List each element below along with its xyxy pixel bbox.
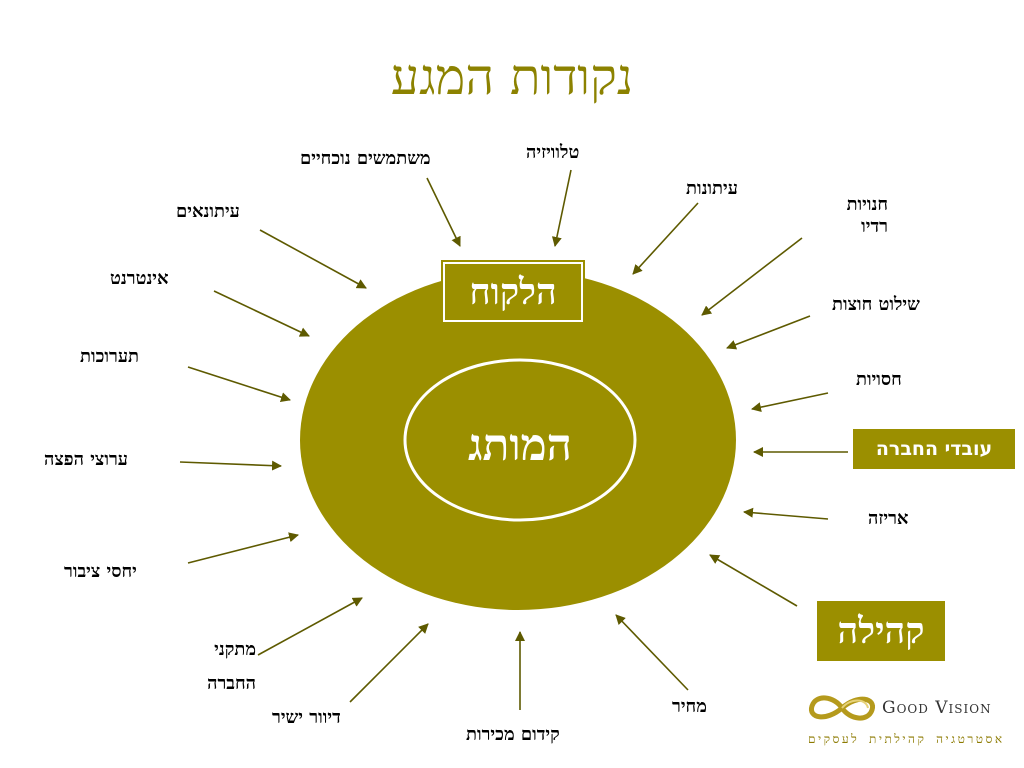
good-vision-logo: Good Vision אסטרטגיה קהילתית לעסקים xyxy=(804,686,1014,752)
brand-inner-ellipse xyxy=(403,358,637,522)
label-pr: יחסי ציבור xyxy=(64,561,137,582)
label-facilities: מתקני החברה xyxy=(178,633,256,701)
label-current-users: משתמשים נוכחיים xyxy=(300,148,431,169)
arrow-packaging xyxy=(743,507,829,520)
arrow-direct-mail xyxy=(349,623,429,703)
label-radio-line2: רדיו xyxy=(861,216,888,237)
page-title: נקודות המגע xyxy=(390,48,634,106)
arrow-exhibitions xyxy=(187,366,291,402)
label-packaging: אריזה xyxy=(868,508,909,529)
logo-tagline: אסטרטגיה קהילתית לעסקים xyxy=(808,732,1005,746)
arrow-current-users xyxy=(426,177,461,247)
arrow-facilities xyxy=(257,597,363,656)
customer-box: הלקוח xyxy=(441,260,585,324)
label-sponsorship: חסויות xyxy=(856,369,902,390)
brand-ellipse xyxy=(300,270,736,610)
employees-box: עובדי החברה xyxy=(853,429,1015,469)
label-sales-promo: קידום מכירות xyxy=(466,724,560,745)
label-direct-mail: דיוור ישיר xyxy=(272,707,341,728)
label-facilities-line2: החברה xyxy=(207,673,256,694)
brand-label: המותג xyxy=(467,420,572,471)
arrow-price xyxy=(615,614,689,691)
arrow-signage xyxy=(726,315,811,350)
label-facilities-line1: מתקני xyxy=(214,639,256,660)
label-radio-line1: חנויות xyxy=(846,194,888,215)
label-price: מחיר xyxy=(672,696,707,717)
label-distribution: ערוצי הפצה xyxy=(44,449,128,470)
infinity-icon xyxy=(809,695,875,721)
arrow-pr xyxy=(187,532,299,564)
label-journalists: עיתונאים xyxy=(176,201,240,222)
arrow-distribution xyxy=(179,460,282,471)
arrow-sponsorship xyxy=(751,392,829,413)
logo-name: Good Vision xyxy=(882,698,992,718)
arrow-internet xyxy=(213,290,310,337)
label-exhibitions: תערוכות xyxy=(80,346,139,367)
arrow-journalists xyxy=(259,229,367,289)
arrow-radio xyxy=(701,237,803,316)
arrow-newspapers xyxy=(632,202,699,275)
label-signage: שילוט חוצות xyxy=(832,294,920,315)
arrow-tv xyxy=(551,169,572,247)
label-tv: טלוויזיה xyxy=(526,142,580,163)
label-newspapers: עיתונות xyxy=(686,178,738,199)
arrow-community xyxy=(709,554,798,607)
label-radio: חנויות רדיו xyxy=(812,194,888,238)
community-box: קהילה xyxy=(817,601,945,661)
label-internet: אינטרנט xyxy=(110,268,169,289)
